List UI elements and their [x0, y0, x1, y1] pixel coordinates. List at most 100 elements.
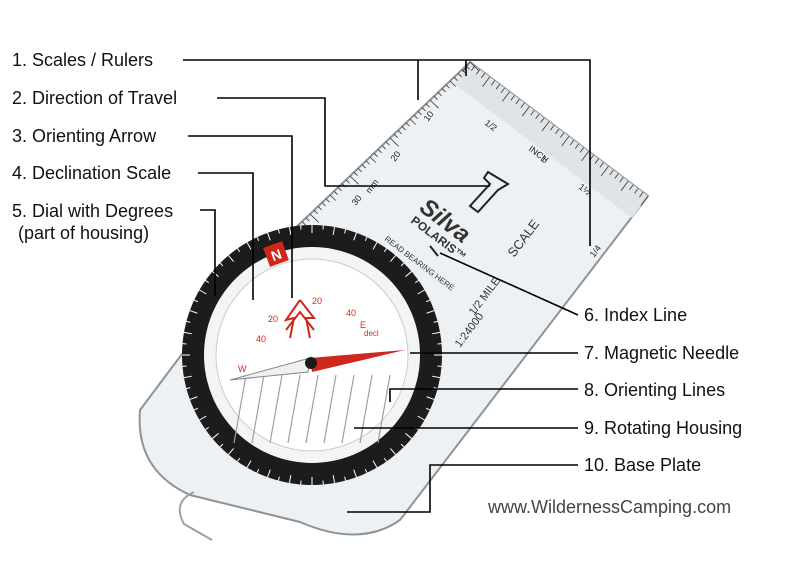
dial-degree-label: 60: [412, 308, 427, 324]
ruler-mm-30: 30: [350, 193, 364, 207]
ruler-tick: [561, 136, 570, 147]
ruler-tick: [480, 72, 486, 79]
ruler-tick: [369, 156, 377, 163]
ruler-tick: [333, 190, 338, 195]
ruler-tick: [579, 147, 585, 153]
ruler-tick: [541, 121, 550, 132]
label-dial-main: 5. Dial with Degrees: [12, 201, 174, 221]
orienting-lines: [233, 374, 391, 444]
dial-tick: [193, 407, 199, 411]
ruler-tick: [373, 152, 378, 157]
ruler-tick: [535, 113, 540, 120]
decl-tick-1: 20: [312, 296, 322, 306]
ruler-tick: [321, 202, 326, 207]
label-dial-with-degrees: 5. Dial with Degrees (part of housing): [12, 200, 173, 244]
decl-tick-2: 40: [256, 334, 266, 344]
label-direction-of-travel: 2. Direction of Travel: [12, 88, 178, 108]
dial-degree-label: 0: [328, 235, 336, 248]
ruler-tick: [445, 84, 450, 89]
dial-tick: [199, 415, 207, 421]
north-marker: N: [263, 241, 289, 267]
pointer-lines: [183, 59, 591, 513]
ruler-tick: [365, 160, 370, 165]
dial-tick: [189, 310, 198, 314]
ruler-tick: [569, 139, 575, 146]
ruler-tick: [619, 177, 624, 183]
label-dial-sub: (part of housing): [18, 223, 150, 243]
dial-tick: [186, 387, 191, 390]
label-index-line: 6. Index Line: [584, 305, 688, 325]
ruler-in-1: 1: [539, 154, 549, 165]
orienting-line: [233, 374, 247, 444]
ruler-tick: [325, 198, 330, 203]
dial-tick: [353, 232, 357, 241]
ruler-tick: [441, 88, 446, 93]
ruler-tick: [453, 76, 458, 81]
label-magnetic-needle: 7. Magnetic Needle: [584, 343, 740, 363]
orienting-line: [323, 374, 337, 444]
dial-tick: [219, 262, 224, 267]
orienting-line: [341, 374, 355, 444]
dial-tick: [344, 476, 347, 481]
ruler-tick: [337, 187, 342, 192]
ruler-tick: [401, 126, 406, 131]
dial-tick: [186, 320, 191, 323]
watermark-text: www.WildernessCamping.com: [488, 497, 732, 517]
ruler-tick: [639, 192, 644, 198]
ruler-tick: [433, 95, 438, 100]
dial-tick: [417, 415, 425, 421]
ruler-tick: [629, 184, 634, 190]
dial-degree-label: 240: [195, 384, 213, 405]
dial-ticks: [182, 225, 442, 485]
ruler-tick: [353, 171, 358, 176]
ruler-tick: [634, 188, 639, 194]
orienting-line: [251, 374, 265, 444]
ruler-tick: [405, 122, 410, 127]
orienting-line: [305, 374, 319, 444]
ruler-tick: [502, 91, 510, 102]
dial-tick: [426, 310, 435, 314]
ruler-tick: [594, 158, 599, 164]
ruler-tick: [560, 132, 565, 138]
direction-of-travel-arrow: [468, 170, 510, 214]
ruler-tick: [429, 99, 439, 109]
label-orienting-lines: 8. Orienting Lines: [584, 380, 726, 400]
dial-tick: [414, 280, 419, 284]
ruler-tick: [317, 206, 322, 211]
dial-tick: [417, 289, 425, 295]
ruler-tick: [600, 165, 609, 177]
dial-tick: [390, 255, 396, 262]
west-label: W: [238, 364, 247, 374]
ruler-tick: [640, 195, 649, 206]
ruler-tick: [540, 117, 545, 123]
label-rotating-housing: 9. Rotating Housing: [584, 418, 743, 438]
ruler-tick: [389, 137, 399, 147]
dial-tick: [288, 226, 292, 235]
ruler-tick: [449, 80, 457, 87]
dial-tick: [277, 229, 280, 234]
ruler-tick: [482, 76, 491, 87]
orienting-arrow: [283, 299, 317, 339]
south-label: S: [268, 457, 276, 471]
dial-tick: [432, 375, 441, 379]
ruler-tick: [510, 95, 515, 101]
ruler-tick: [437, 92, 442, 97]
ruler-tick: [385, 141, 390, 146]
dial-degree-label: 180: [282, 461, 302, 476]
orienting-line: [377, 374, 391, 444]
dial-tick: [433, 320, 438, 323]
ruler-tick: [495, 84, 500, 90]
ruler-tick: [521, 106, 530, 117]
dial-tick: [183, 375, 192, 379]
dial-tick: [425, 299, 431, 303]
ruler-tick: [581, 151, 589, 162]
dial-degree-label: 280: [195, 305, 213, 326]
decl-tick-4: 40: [346, 308, 356, 318]
ruler-tick: [309, 213, 319, 223]
ruler-tick: [457, 73, 462, 78]
dial-tick: [390, 448, 396, 455]
dial-tick: [425, 407, 431, 411]
dial-tick: [219, 443, 224, 448]
ruler-tick: [329, 194, 337, 201]
ruler-tick: [609, 169, 614, 175]
